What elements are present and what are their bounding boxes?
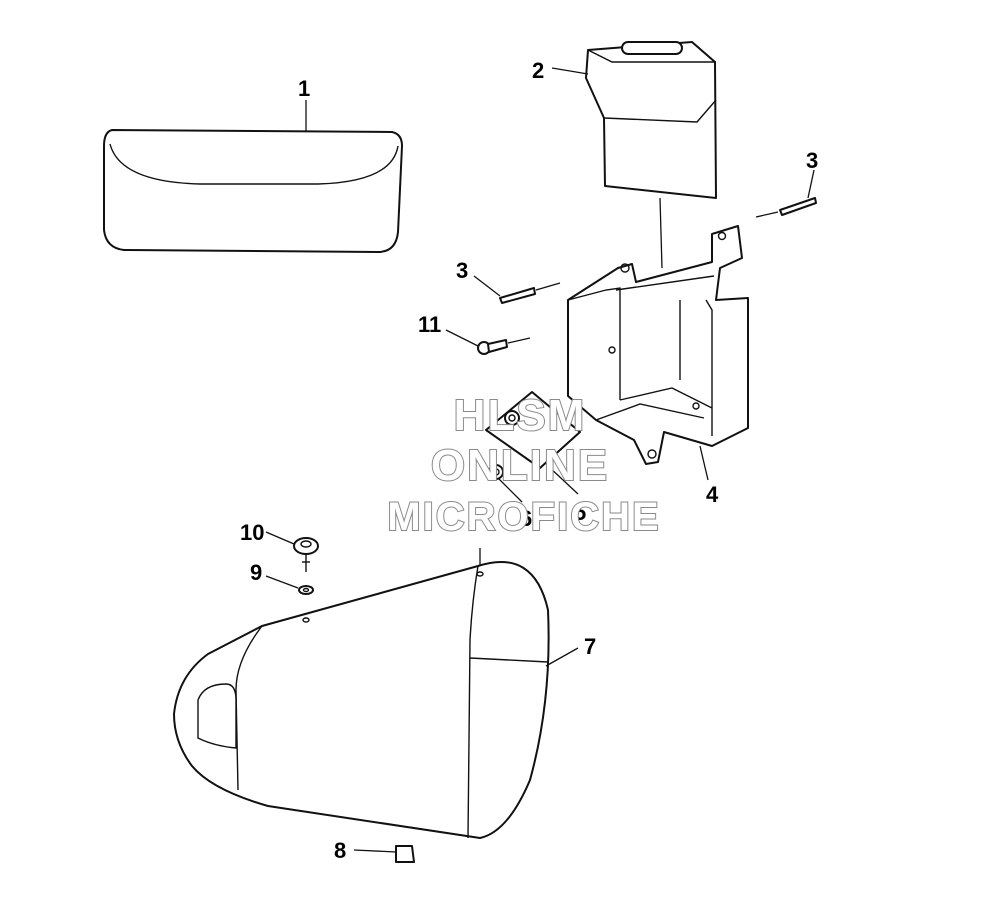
callout-10: 10: [240, 520, 264, 545]
part-3-clip-left: [499, 282, 561, 304]
part-3-clip-right: [755, 197, 817, 218]
part-7-seat: [173, 548, 550, 839]
watermark-line-2: ONLINE: [431, 441, 609, 490]
callout-3-right: 3: [806, 148, 818, 173]
part-10-knob: [293, 537, 319, 572]
part-1-pad: [103, 129, 403, 253]
callout-8: 8: [334, 838, 346, 863]
callout-2: 2: [532, 58, 544, 83]
leader-lines: [265, 67, 815, 667]
part-9-washer: [298, 585, 314, 595]
callout-labels: 1 2 3 3 4 5 6 7 8 9 10 11: [240, 58, 818, 863]
callout-5: 5: [574, 500, 586, 525]
part-2-tank-cover: [585, 41, 717, 269]
callout-4: 4: [706, 482, 719, 507]
callout-3-left: 3: [456, 258, 468, 283]
watermark-line-1: HLSM: [454, 391, 587, 440]
callout-1: 1: [298, 76, 310, 101]
callout-6: 6: [520, 506, 532, 531]
callout-7: 7: [584, 634, 596, 659]
part-4-bracket: [567, 225, 749, 465]
callout-11: 11: [418, 312, 441, 337]
watermark: HLSM ONLINE MICROFICHE: [386, 390, 660, 540]
part-11-bolt: [477, 337, 531, 355]
callout-9: 9: [250, 560, 262, 585]
watermark-line-3: MICROFICHE: [387, 495, 660, 539]
part-6-nut: [488, 410, 520, 480]
part-8-clip: [353, 845, 415, 863]
